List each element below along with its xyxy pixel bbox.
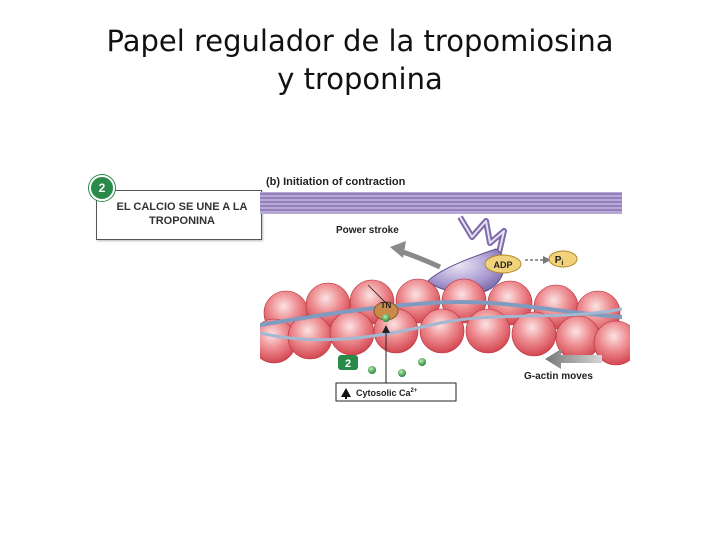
actin-monomer [465, 308, 511, 354]
calcium-ion [398, 369, 406, 377]
g-actin-label: G-actin moves [524, 371, 593, 382]
tropomyosin-strand [260, 307, 623, 342]
power-stroke-arrow [399, 248, 442, 270]
calcium-ion [418, 358, 426, 366]
adp-oval [484, 254, 522, 274]
power-stroke-label: Power stroke [336, 225, 399, 236]
calcium-ion [368, 366, 376, 374]
panel-title: (b) Initiation of contraction [266, 176, 406, 188]
adp-label: ADP [493, 260, 512, 270]
cytosolic-label: Cytosolic Ca2+ [356, 388, 418, 398]
myosin-neck-highlight [459, 216, 505, 258]
actin-monomer [329, 310, 375, 356]
callout-box: EL CALCIO SE UNE A LA TROPONINA [96, 190, 262, 240]
step-badge: 2 [89, 175, 115, 201]
figure-step-badge [338, 355, 358, 370]
actin-monomer [555, 315, 601, 361]
pi-oval [548, 250, 578, 268]
tn-pointer [367, 284, 387, 304]
actin-monomer [511, 311, 557, 357]
tropomyosin-strand [260, 299, 623, 327]
g-actin-arrow [545, 349, 602, 369]
calcium-release-arrowhead [382, 325, 390, 333]
callout-text: EL CALCIO SE UNE A LA TROPONINA [109, 200, 255, 228]
power-stroke-arrowhead [390, 241, 406, 258]
contraction-diagram: (b) Initiation of contraction Power stro… [260, 176, 630, 402]
increase-arrow-stem [345, 395, 347, 399]
callout-line-2: TROPONINA [149, 215, 215, 227]
pi-label: Pi [555, 255, 564, 267]
cytosolic-box [335, 382, 457, 402]
callout-line-1: EL CALCIO SE UNE A LA [116, 201, 248, 213]
title-line-2: y troponina [277, 62, 443, 96]
actin-monomer [419, 308, 465, 354]
calcium-ion-bound [382, 314, 390, 322]
actin-monomer [287, 314, 333, 360]
actin-monomer [593, 320, 630, 366]
figure-step-number: 2 [345, 358, 351, 370]
pi-arrowhead [543, 256, 551, 264]
troponin-label: TN [381, 301, 392, 310]
title-line-1: Papel regulador de la tropomiosina [106, 24, 614, 58]
increase-arrow-icon [341, 388, 351, 397]
thick-filament [260, 192, 622, 214]
slide-title: Papel regulador de la tropomiosina y tro… [0, 22, 720, 98]
step-badge-number: 2 [98, 181, 106, 195]
